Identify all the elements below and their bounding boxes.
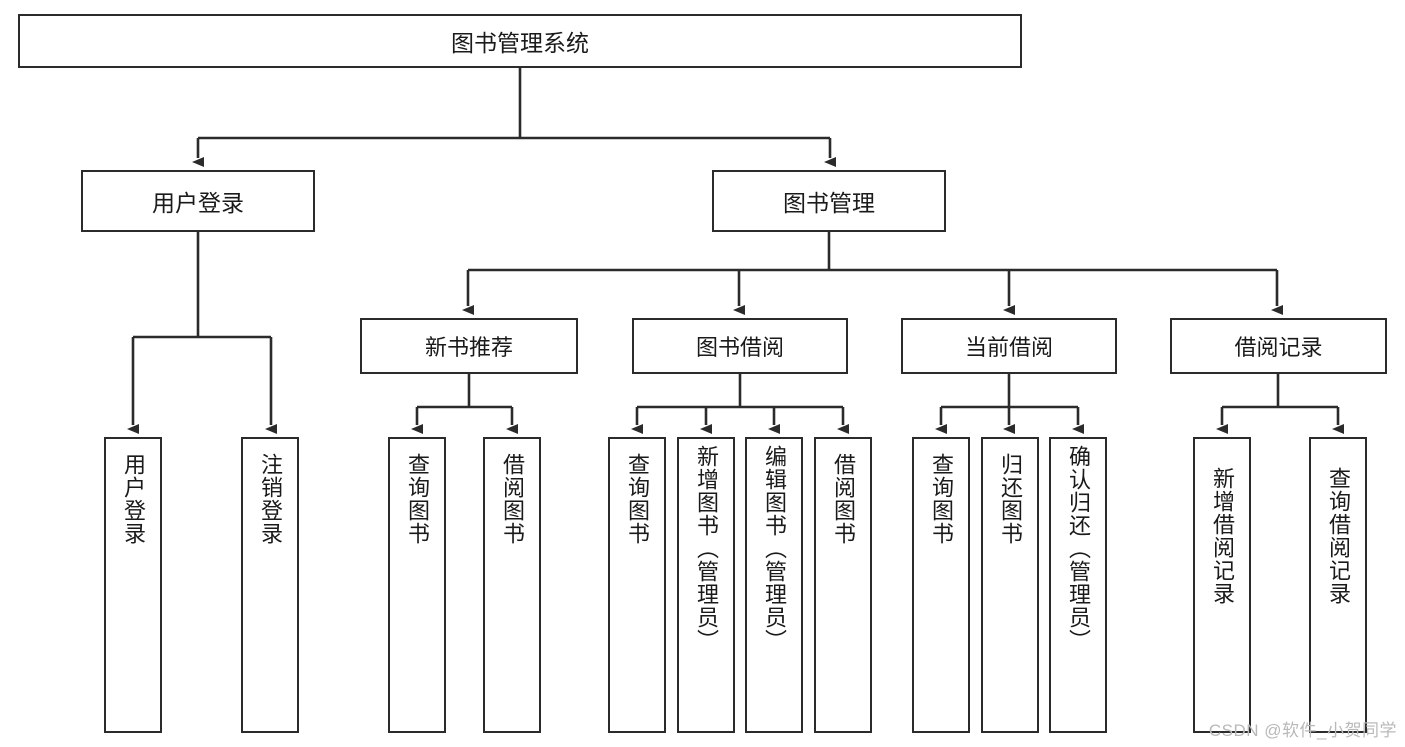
node-label: 编辑图书（管理员） (761, 445, 787, 652)
leaf-edit-book-admin[interactable]: 编辑图书（管理员） (745, 437, 803, 733)
leaf-confirm-return-admin[interactable]: 确认归还（管理员） (1049, 437, 1107, 733)
node-label: 用户登录 (120, 453, 146, 545)
node-book-management[interactable]: 图书管理 (712, 170, 946, 232)
node-label: 新书推荐 (424, 335, 513, 360)
node-label: 借阅记录 (1234, 335, 1323, 360)
node-label: 归还图书 (997, 453, 1023, 545)
node-label: 查询图书 (928, 453, 954, 545)
leaf-borrow-book[interactable]: 借阅图书 (814, 437, 872, 733)
node-label: 新增图书（管理员） (693, 445, 719, 652)
leaf-query-book-borrow[interactable]: 查询图书 (608, 437, 666, 733)
node-book-borrow[interactable]: 图书借阅 (632, 318, 848, 374)
leaf-query-book-current[interactable]: 查询图书 (912, 437, 970, 733)
node-label: 查询图书 (404, 453, 430, 545)
leaf-query-borrow-record[interactable]: 查询借阅记录 (1309, 437, 1367, 733)
node-label: 借阅图书 (830, 453, 856, 545)
node-label: 图书管理 (783, 190, 875, 216)
node-label: 查询图书 (624, 453, 650, 545)
node-root-system[interactable]: 图书管理系统 (18, 14, 1022, 68)
node-label: 图书借阅 (695, 335, 784, 360)
node-label: 查询借阅记录 (1325, 467, 1351, 605)
node-new-book-recommend[interactable]: 新书推荐 (360, 318, 578, 374)
leaf-logout-login[interactable]: 注销登录 (241, 437, 299, 733)
leaf-add-borrow-record[interactable]: 新增借阅记录 (1193, 437, 1251, 733)
leaf-user-login[interactable]: 用户登录 (104, 437, 162, 733)
node-label: 确认归还（管理员） (1065, 445, 1091, 652)
csdn-watermark: CSDN @软件_小贺同学 (1208, 721, 1397, 740)
leaf-borrow-book-recommend[interactable]: 借阅图书 (483, 437, 541, 733)
leaf-return-book[interactable]: 归还图书 (981, 437, 1039, 733)
node-label: 新增借阅记录 (1209, 467, 1235, 605)
node-label: 注销登录 (257, 453, 283, 545)
node-label: 用户登录 (152, 190, 244, 216)
node-user-login[interactable]: 用户登录 (81, 170, 315, 232)
leaf-add-book-admin[interactable]: 新增图书（管理员） (677, 437, 735, 733)
node-label: 借阅图书 (499, 453, 525, 545)
node-label: 当前借阅 (964, 335, 1053, 360)
node-label: 图书管理系统 (451, 30, 589, 56)
node-borrow-record[interactable]: 借阅记录 (1170, 318, 1387, 374)
leaf-query-book-recommend[interactable]: 查询图书 (388, 437, 446, 733)
node-current-borrow[interactable]: 当前借阅 (901, 318, 1117, 374)
